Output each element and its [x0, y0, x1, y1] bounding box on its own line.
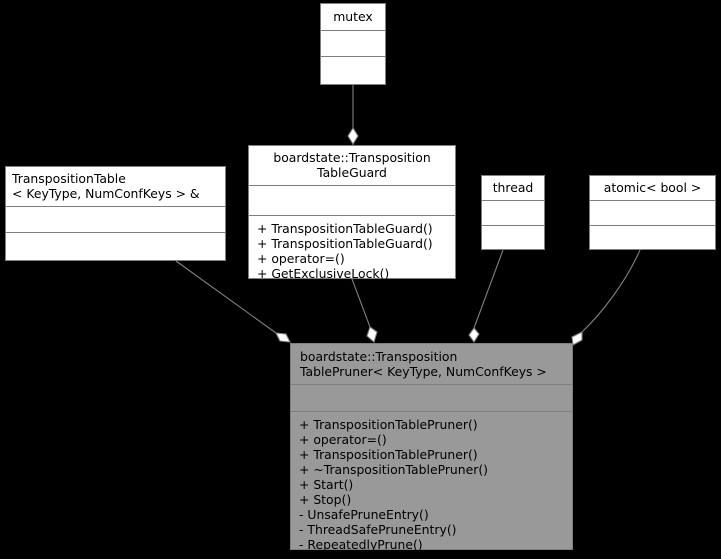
class-title-mutex: mutex [333, 9, 373, 24]
edge-thread-to-ttpruner [468, 249, 504, 343]
class-operations-thread [482, 225, 544, 252]
class-attributes-mutex [321, 30, 385, 56]
class-operations-atomic-bool [590, 225, 715, 252]
edge-ttguard-to-ttpruner [351, 278, 378, 343]
class-node-mutex[interactable]: mutex [320, 3, 386, 85]
class-attributes-transposition-table-guard [249, 185, 455, 215]
class-title-thread: thread [492, 180, 534, 195]
class-node-transposition-table-pruner[interactable]: boardstate::Transposition TablePruner< K… [290, 343, 573, 552]
edge-mutex-to-ttguard [347, 85, 359, 146]
class-attributes-thread [482, 200, 544, 225]
class-title-atomic-bool: atomic< bool > [603, 180, 702, 195]
edge-atomic-to-ttpruner [571, 249, 641, 346]
class-operations-transposition-table-guard: + TranspositionTableGuard() + Transposit… [249, 215, 455, 287]
class-operations-mutex [321, 56, 385, 84]
class-attributes-transposition-table-pruner [291, 384, 572, 411]
class-node-transposition-table-guard[interactable]: boardstate::Transposition TableGuard + T… [248, 145, 456, 281]
class-title-transposition-table-guard: boardstate::Transposition TableGuard [273, 150, 431, 180]
class-node-thread[interactable]: thread [481, 175, 545, 250]
class-node-transposition-table[interactable]: TranspositionTable < KeyType, NumConfKey… [5, 166, 226, 261]
class-operations-transposition-table-pruner: + TranspositionTablePruner() + operator=… [291, 411, 572, 558]
class-title-transposition-table: TranspositionTable < KeyType, NumConfKey… [12, 171, 200, 201]
class-attributes-transposition-table [6, 206, 225, 232]
class-title-transposition-table-pruner: boardstate::Transposition TablePruner< K… [300, 349, 547, 379]
class-attributes-atomic-bool [590, 200, 715, 225]
class-node-atomic-bool[interactable]: atomic< bool > [589, 175, 716, 250]
class-operations-transposition-table [6, 232, 225, 258]
